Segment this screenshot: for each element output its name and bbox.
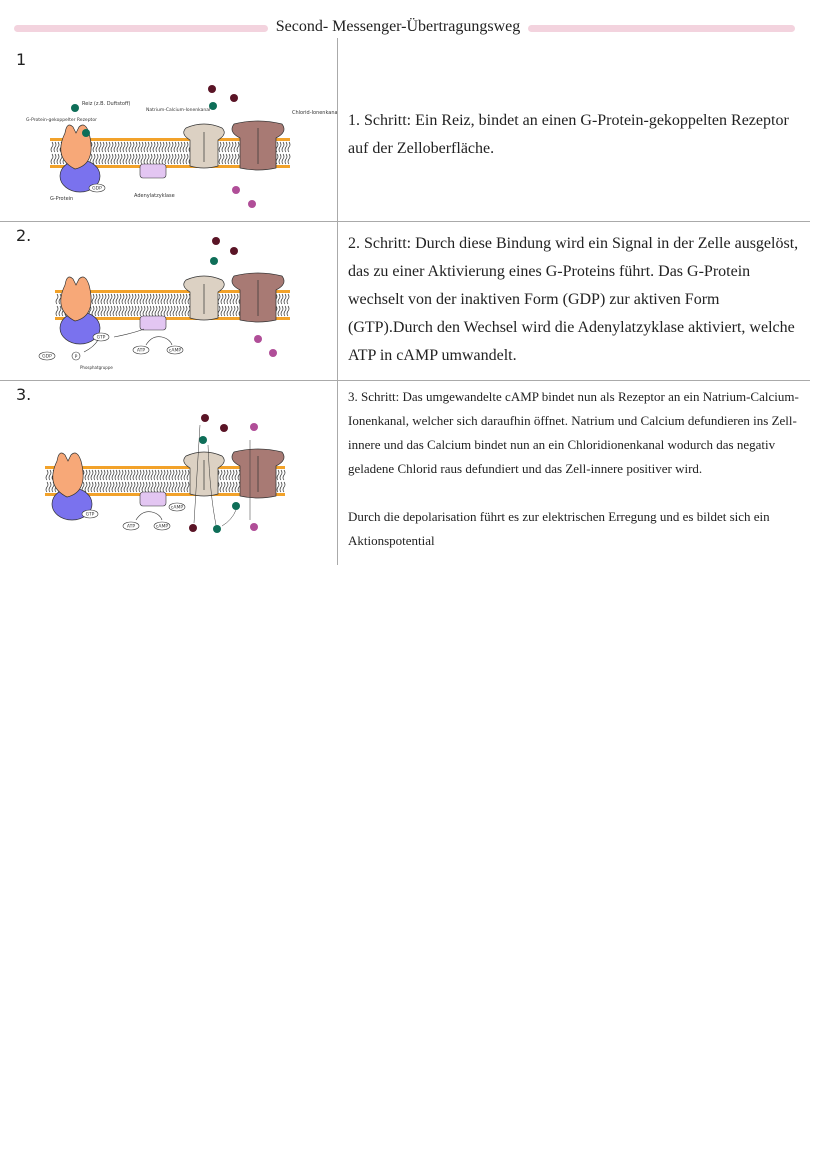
sodium-calcium-channel	[183, 275, 225, 321]
ion-flow-arrows	[193, 424, 251, 527]
row-divider	[0, 221, 810, 222]
step-2-text: 2. Schritt: Durch diese Bindung wird ein…	[348, 235, 799, 364]
chloride-channel	[231, 120, 285, 171]
label-reiz: Reiz (z.B. Duftstoff)	[82, 101, 130, 107]
column-divider	[337, 38, 338, 565]
reaction-arrows	[135, 511, 163, 521]
label-g-protein: G-Protein	[50, 196, 73, 202]
step-1-text: 1. Schritt: Ein Reiz, bindet an einen G-…	[348, 112, 789, 157]
g-protein-coupled-receptor	[60, 276, 92, 322]
membrane-inner-layer	[50, 165, 290, 168]
label-phosphatgruppe: Phosphatgruppe	[80, 365, 113, 370]
sodium-calcium-channel	[183, 451, 225, 497]
calcium-ion-bound	[232, 502, 240, 510]
calcium-ion	[213, 525, 221, 533]
chloride-ion	[269, 349, 277, 357]
calcium-ion	[210, 257, 218, 265]
step-number: 2.	[16, 226, 32, 245]
phosphate-bubble	[71, 351, 81, 361]
sodium-ion	[230, 94, 238, 102]
label-gdp: GDP	[42, 354, 52, 360]
sodium-ion	[201, 414, 209, 422]
membrane-inner-layer	[55, 317, 290, 320]
label-gdp-bubble	[88, 183, 106, 193]
label-camp: cAMP	[156, 524, 168, 530]
label-gdp: GDP	[92, 186, 102, 192]
label-camp-bubble	[166, 345, 184, 355]
label-gtp-bubble	[92, 332, 110, 342]
diagram-step-3: GTP ATP cAMP cAMP	[45, 414, 286, 533]
reaction-arrows	[83, 328, 173, 353]
label-adenylatzyklase: Adenylatzyklase	[134, 193, 175, 199]
label-gdp-bubble	[38, 351, 56, 361]
label-gtp: GTP	[86, 512, 95, 518]
chloride-ion	[250, 523, 258, 531]
diagram-step-1: Reiz (z.B. Duftstoff) G-Protein-gekoppelt…	[26, 85, 337, 208]
label-gtp-bubble	[81, 509, 99, 519]
g-protein-coupled-receptor	[52, 452, 84, 498]
stimulus-molecule	[71, 104, 79, 112]
step-number: 1	[16, 50, 27, 69]
adenylatzyklase	[139, 491, 167, 507]
calcium-ion	[209, 102, 217, 110]
sodium-ion	[220, 424, 228, 432]
adenylatzyklase	[139, 315, 167, 331]
label-receptor: G-Protein-gekoppelter Rezeptor	[26, 117, 97, 123]
label-atp: ATP	[137, 348, 145, 354]
chloride-ion	[254, 335, 262, 343]
label-gtp: GTP	[97, 335, 106, 341]
label-camp-bound: cAMP	[171, 505, 183, 511]
membrane-outer-layer	[50, 138, 290, 141]
chloride-ion	[232, 186, 240, 194]
title-bar-left	[14, 25, 268, 32]
label-camp-bound-bubble	[168, 502, 186, 512]
step-number: 3.	[16, 385, 32, 404]
row-divider	[0, 380, 810, 381]
sodium-ion	[230, 247, 238, 255]
sodium-ion	[189, 524, 197, 532]
membrane-outer-layer	[55, 290, 290, 293]
chloride-channel	[231, 448, 285, 499]
label-atp-bubble	[122, 521, 140, 531]
page-title: Second- Messenger-Übertragungsweg	[275, 18, 521, 35]
sodium-ion	[208, 85, 216, 93]
label-chloride-channel: Chlorid-Ionenkanal	[292, 110, 337, 116]
label-camp: cAMP	[169, 348, 181, 354]
label-atp-bubble	[132, 345, 150, 355]
sodium-calcium-channel	[183, 123, 225, 169]
chloride-ion	[250, 423, 258, 431]
bound-stimulus-molecule	[82, 129, 90, 137]
label-atp: ATP	[127, 524, 135, 530]
title-bar-right	[528, 25, 795, 32]
chloride-channel	[231, 272, 285, 323]
calcium-ion	[199, 436, 207, 444]
step-3-text-conclusion: Durch die depolarisation führt es zur el…	[348, 509, 770, 548]
sodium-ion	[212, 237, 220, 245]
label-camp-bubble	[153, 521, 171, 531]
label-na-ca-channel: Natrium-Calcium-Ionenkanal	[146, 107, 210, 113]
label-phosphate: P	[75, 354, 78, 360]
chloride-ion	[248, 200, 256, 208]
adenylatzyklase	[139, 163, 167, 179]
step-3-text: 3. Schritt: Das umgewandelte cAMP bindet…	[348, 389, 799, 476]
membrane-outer-layer	[45, 466, 285, 469]
